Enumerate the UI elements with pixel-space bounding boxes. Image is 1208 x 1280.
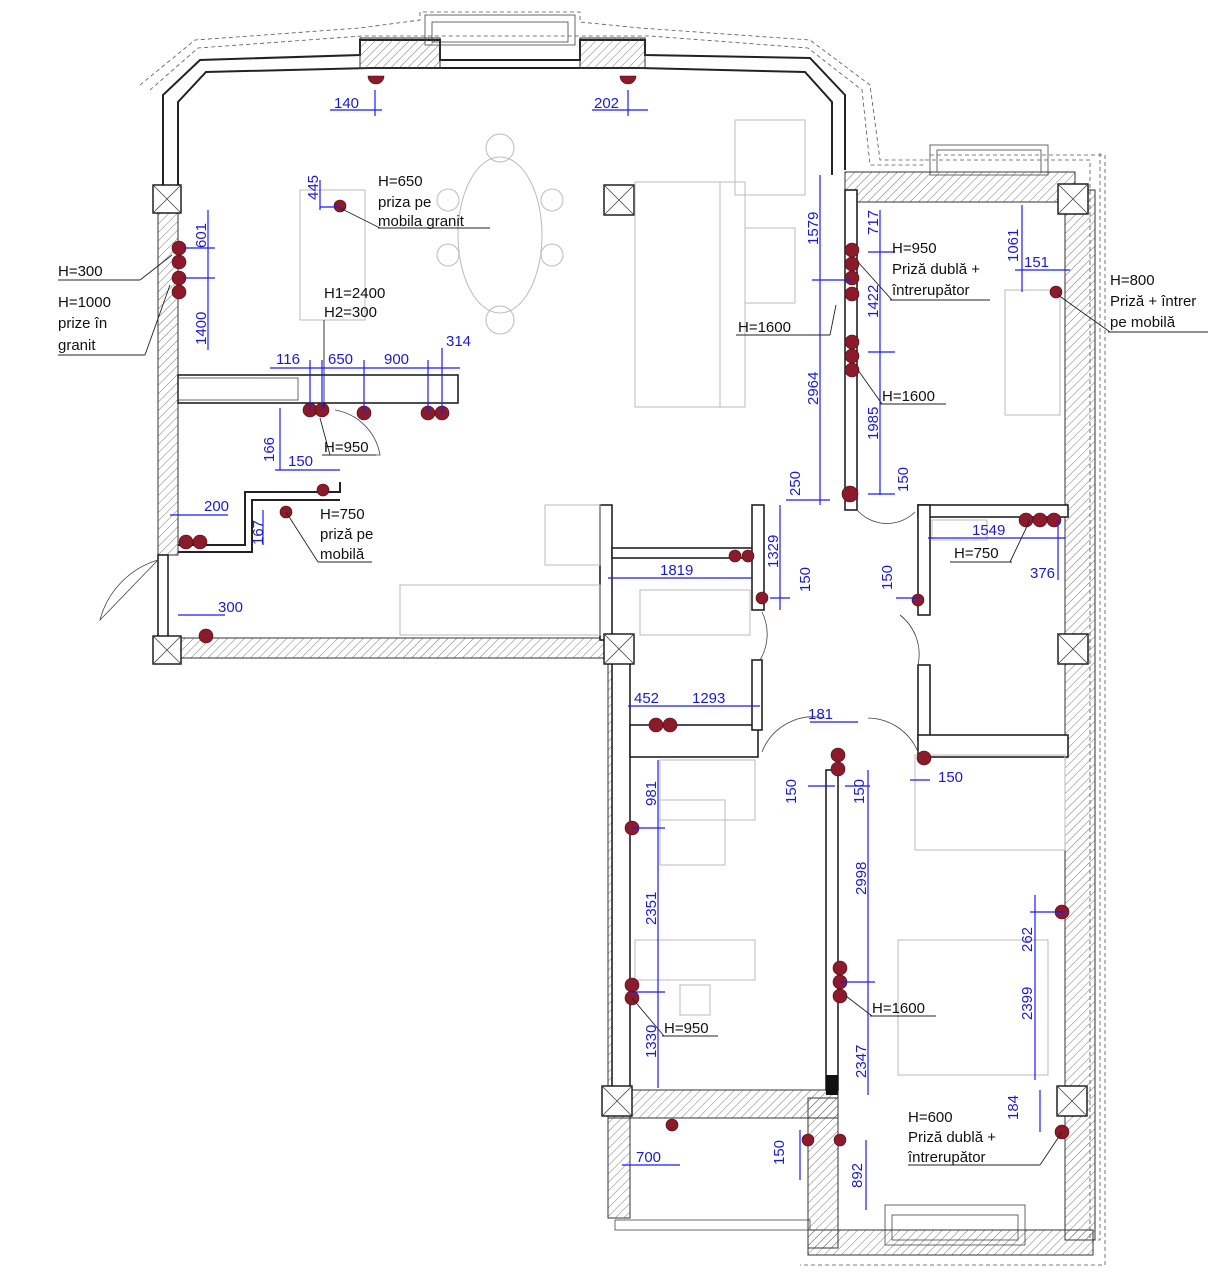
dim-200: 200 [204,498,229,515]
dimension-labels: 140 202 445 601 1400 116 650 900 314 166… [193,95,1055,1188]
dim-150-b: 150 [851,779,868,804]
dim-181: 181 [808,706,833,723]
label-priza-dubla: Priză dublă + [892,261,980,278]
label-h2-300: H2=300 [324,304,377,321]
dim-981: 981 [643,781,660,806]
dim-452: 452 [634,690,659,707]
dim-300: 300 [218,599,243,616]
dim-151: 151 [1024,254,1049,271]
dim-700: 700 [636,1149,661,1166]
label-pe-mobila: pe mobilă [1110,314,1176,331]
dim-202: 202 [594,95,619,112]
label-h950-bed: H=950 [664,1020,709,1037]
annotations: H=300 H=1000 prize în granit H=650 priza… [58,173,1196,1166]
dim-2347: 2347 [853,1045,870,1078]
label-priza-dubla-2: Priză dublă + [908,1129,996,1146]
dim-2964: 2964 [805,372,822,405]
dim-2399: 2399 [1019,987,1036,1020]
dim-892: 892 [849,1163,866,1188]
dim-116: 116 [276,351,300,368]
dimension-lines [170,90,1070,1210]
dim-150-d: 150 [771,1140,788,1165]
dim-1985: 1985 [865,407,882,440]
dim-376: 376 [1030,565,1055,582]
dim-167: 167 [250,520,267,545]
dim-166: 166 [261,437,278,462]
label-priza-pe: priza pe [378,194,431,211]
label-prize-in: prize în [58,315,107,332]
label-granit: granit [58,337,96,354]
dim-250: 250 [787,471,804,496]
dim-1819: 1819 [660,562,693,579]
dim-150-hall-right: 150 [879,565,896,590]
dim-262: 262 [1019,927,1036,952]
dim-650: 650 [328,351,353,368]
label-h750-bath: H=750 [954,545,999,562]
interior-walls [177,189,1069,1095]
label-priza-intrer: Priză + întrer [1110,293,1196,310]
dim-1579: 1579 [805,212,822,245]
dim-314: 314 [446,333,471,350]
dim-1293: 1293 [692,690,725,707]
doors [99,409,920,753]
columns [152,183,1089,1117]
label-h800: H=800 [1110,272,1155,289]
label-h600: H=600 [908,1109,953,1126]
label-h650: H=650 [378,173,423,190]
label-h1600-right: H=1600 [882,388,935,405]
label-h950-room: H=950 [892,240,937,257]
dim-2998: 2998 [853,862,870,895]
label-h750-kitchen: H=750 [320,506,365,523]
dim-1549: 1549 [972,522,1005,539]
label-mobila-granit: mobila granit [378,213,465,230]
exterior-walls [139,11,1106,1266]
dim-900: 900 [384,351,409,368]
label-h1-2400: H1=2400 [324,285,385,302]
dim-150-c: 150 [938,769,963,786]
dim-445: 445 [305,175,322,200]
dim-150-a: 150 [783,779,800,804]
dim-601: 601 [193,223,210,248]
dim-150-kitchen: 150 [288,453,313,470]
dim-1330: 1330 [643,1025,660,1058]
dim-140: 140 [334,95,359,112]
label-priza-pe-2: priză pe [320,526,373,543]
label-intrerupator-2: întrerupător [907,1149,986,1166]
label-h1600-bed: H=1600 [872,1000,925,1017]
label-h950-kitchen: H=950 [324,439,369,456]
annotation-leaders [58,207,1208,1166]
dim-1400: 1400 [193,312,210,345]
dim-1422: 1422 [865,285,882,318]
label-h1600-left: H=1600 [738,319,791,336]
label-intrerupator: întrerupător [891,282,970,299]
label-mobila: mobilă [320,546,365,563]
dim-184: 184 [1005,1095,1022,1120]
label-h300: H=300 [58,263,103,280]
furniture [299,119,1066,1076]
dim-150-hall-left: 150 [797,567,814,592]
dim-717: 717 [865,210,882,235]
dim-1329: 1329 [765,535,782,568]
label-h1000: H=1000 [58,294,111,311]
dim-1061: 1061 [1005,229,1022,262]
dim-2351: 2351 [643,892,660,925]
dim-150-room: 150 [895,467,912,492]
